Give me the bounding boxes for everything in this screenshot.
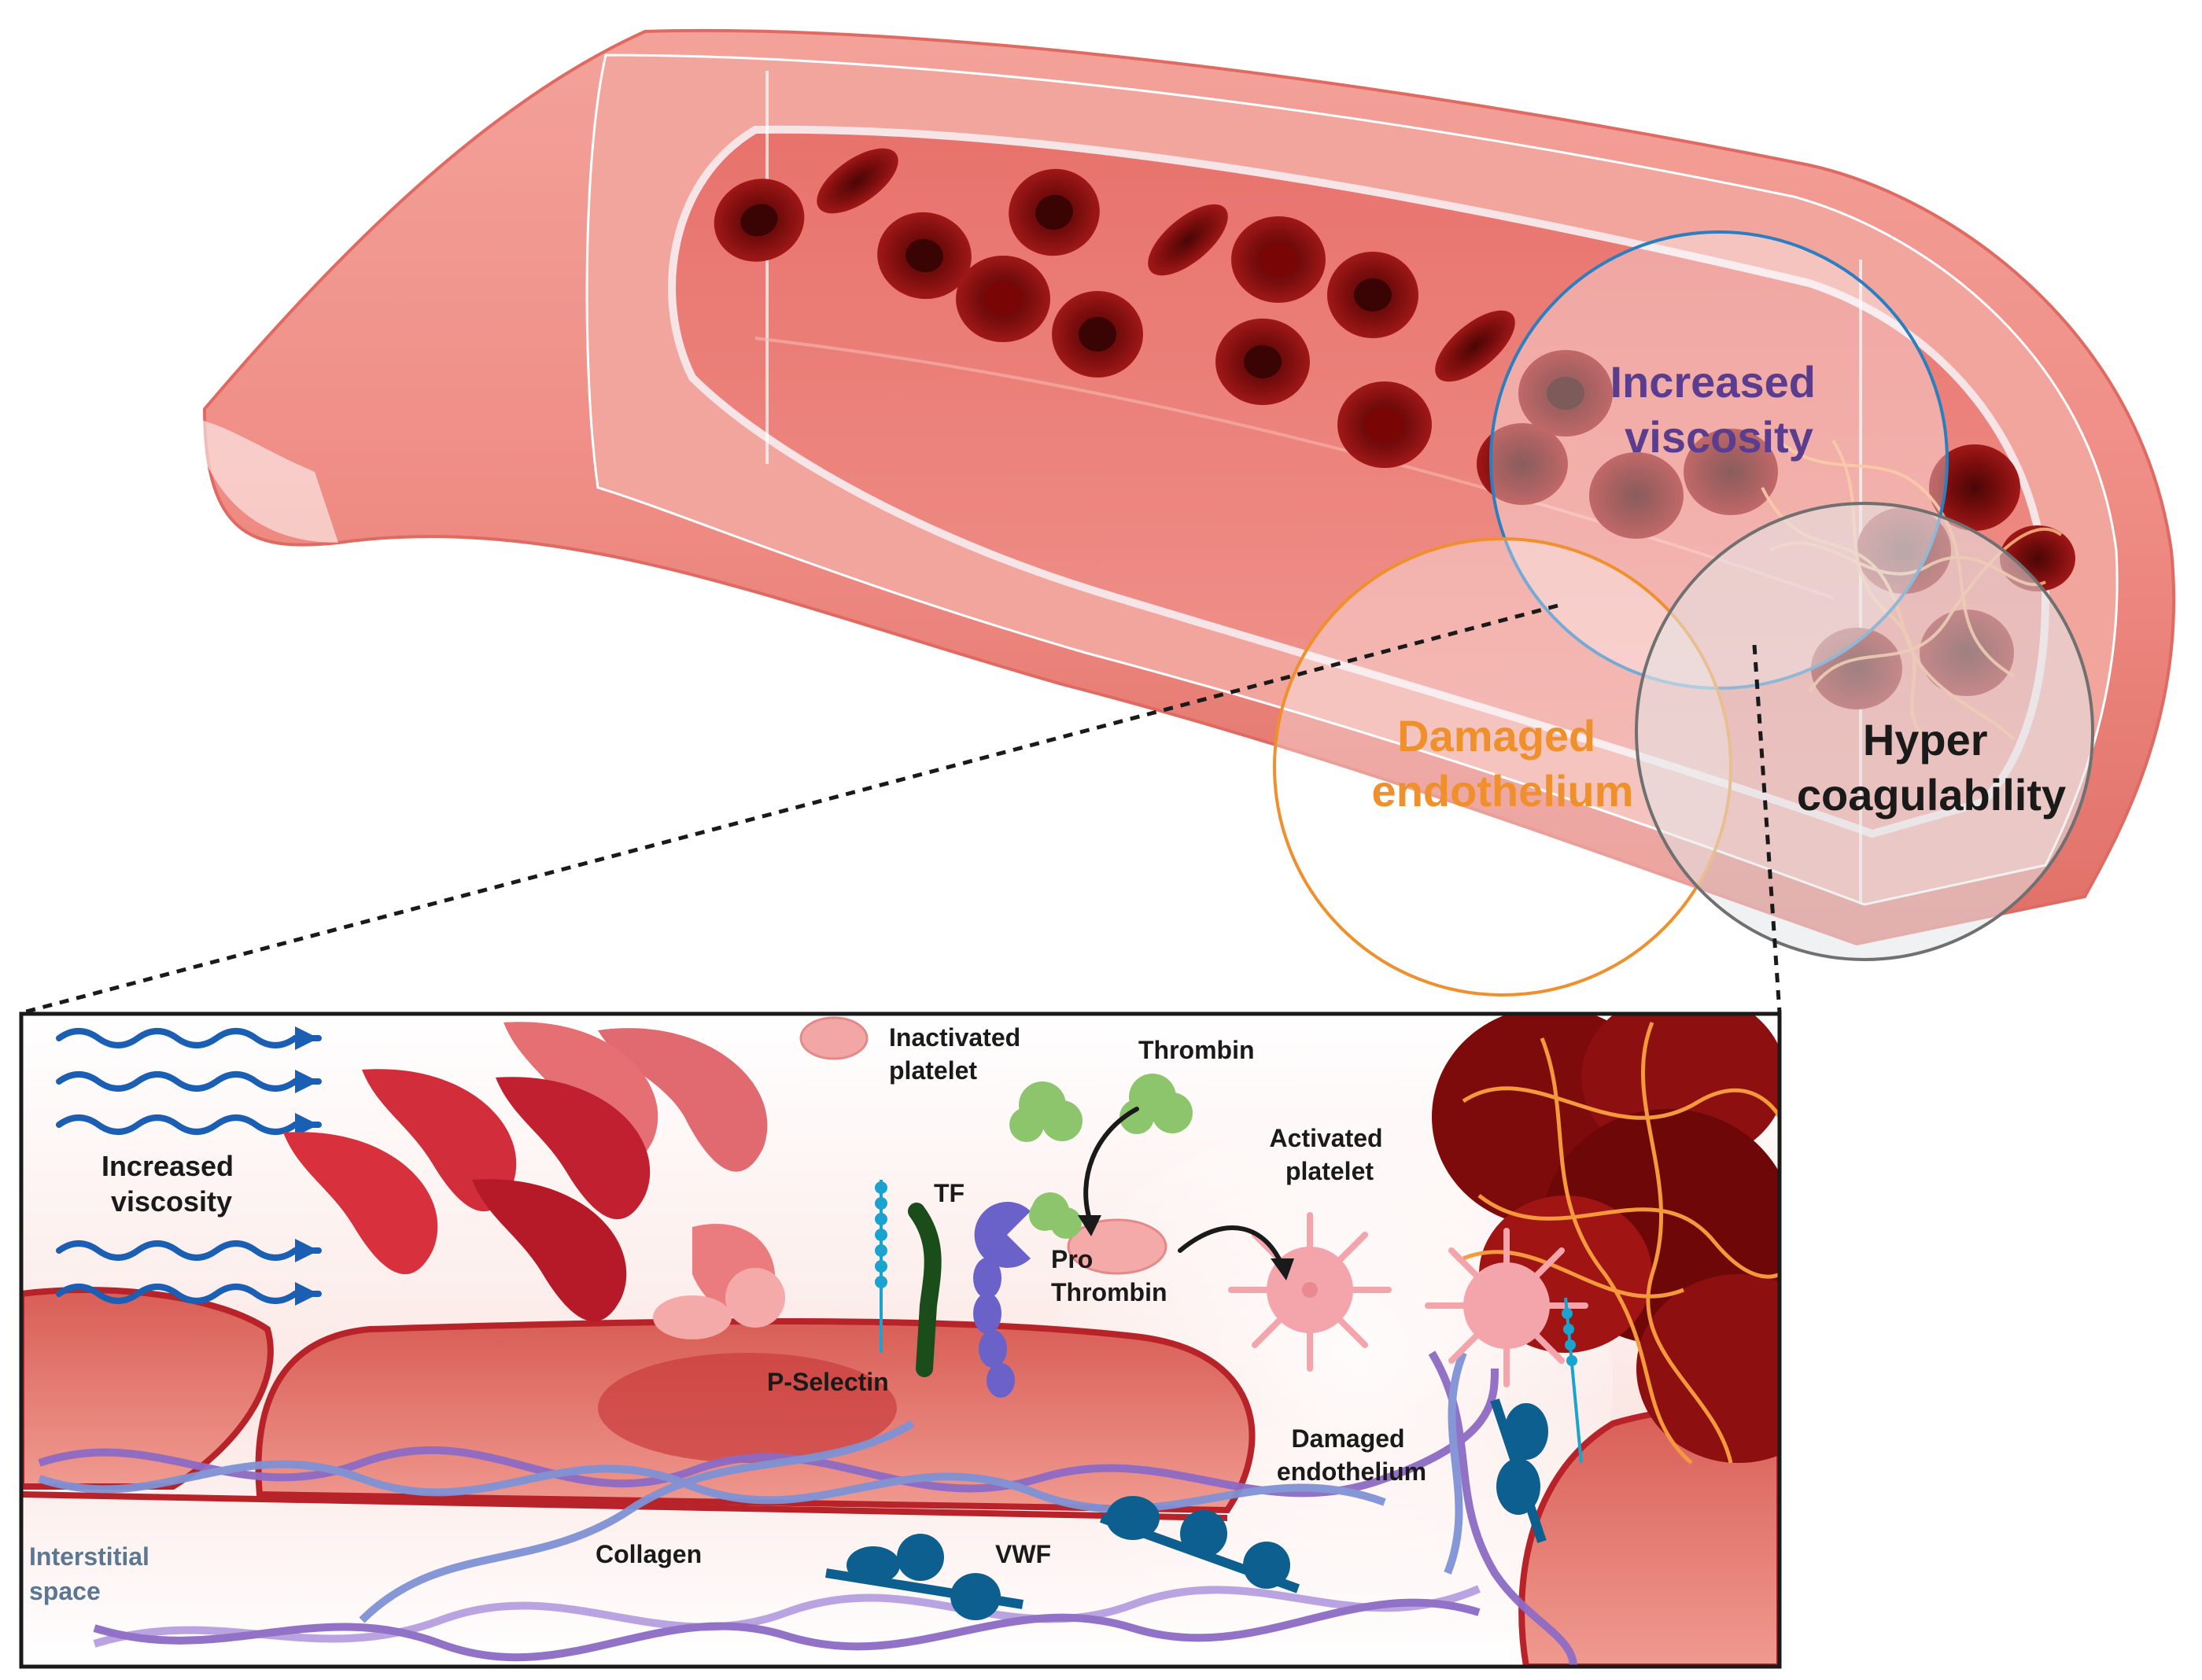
inactivated-platelet <box>1067 1218 1167 1275</box>
endothelium-label: Damaged endothelium <box>1372 711 1634 816</box>
adhered-platelets <box>653 1268 785 1339</box>
rbc <box>1518 350 1613 437</box>
rbc <box>1009 168 1100 256</box>
virchow-triad: Increased viscosity Damaged endothelium … <box>1273 230 2094 997</box>
coagulability-circle <box>1635 502 2094 961</box>
activated-platelet-label: Activated platelet <box>1270 1124 1390 1185</box>
zoom-guide-lines <box>23 603 1782 1015</box>
rbc <box>1231 216 1326 303</box>
p-selectin <box>1562 1297 1583 1464</box>
p-selectin-label: P-Selectin <box>767 1368 889 1396</box>
endothelial-cell <box>21 1287 274 1490</box>
rbc <box>1684 429 1778 515</box>
activated-platelet <box>1425 1228 1588 1387</box>
flow-arrowheads <box>295 1026 319 1306</box>
rbc <box>1477 423 1568 505</box>
rbc <box>1215 319 1310 405</box>
clot-mass <box>1432 1014 1780 1464</box>
thrombin-molecule <box>1009 1081 1083 1142</box>
rbc <box>1052 291 1143 378</box>
collagen-fibres <box>38 1350 1577 1667</box>
cell-nucleus <box>598 1353 897 1463</box>
reaction-arrowheads <box>1078 1215 1294 1280</box>
inactivated-platelet <box>799 1016 869 1060</box>
tf-label: TF <box>934 1179 965 1207</box>
prothrombin-molecule <box>973 1201 1031 1398</box>
thrombin-molecule <box>1029 1199 1060 1231</box>
flow-arrows <box>56 1028 322 1304</box>
viscosity-label: Increased viscosity <box>1610 357 1828 462</box>
collagen-label: Collagen <box>596 1540 702 1568</box>
inset-panel: Increased viscosity Inactivated platelet… <box>19 1011 1782 1669</box>
p-selectin <box>875 1180 887 1353</box>
vwf-chain <box>825 1398 1548 1620</box>
rbc <box>956 256 1050 342</box>
thrombin-label: Thrombin <box>1138 1036 1255 1064</box>
vessel-tail-fade <box>189 417 338 543</box>
rbc <box>1929 444 2020 531</box>
inactivated-platelet-label: Inactivated platelet <box>889 1023 1027 1085</box>
vwf-label: VWF <box>995 1540 1051 1568</box>
sickled-cells <box>283 1022 776 1322</box>
rbc <box>1327 252 1418 338</box>
rbc <box>714 179 805 262</box>
prothrombin-label: Pro Thrombin <box>1051 1245 1167 1306</box>
tf-receptor <box>908 1203 942 1377</box>
interstitial-space-label: Interstitial space <box>29 1542 157 1605</box>
rbc <box>877 212 972 300</box>
rbc <box>1148 204 1228 276</box>
rbc <box>1435 310 1515 382</box>
rbc <box>1589 452 1684 539</box>
rbc <box>817 148 898 214</box>
inset-viscosity-label: Increased viscosity <box>101 1150 242 1218</box>
activated-platelet <box>1228 1212 1392 1372</box>
thrombin-molecule <box>1119 1074 1193 1134</box>
coagulability-label: Hyper coagulability <box>1797 715 2066 820</box>
rbc <box>1337 381 1432 468</box>
damaged-endothelium-label: Damaged endothelium <box>1277 1424 1426 1486</box>
reaction-arrows <box>1083 1107 1285 1269</box>
